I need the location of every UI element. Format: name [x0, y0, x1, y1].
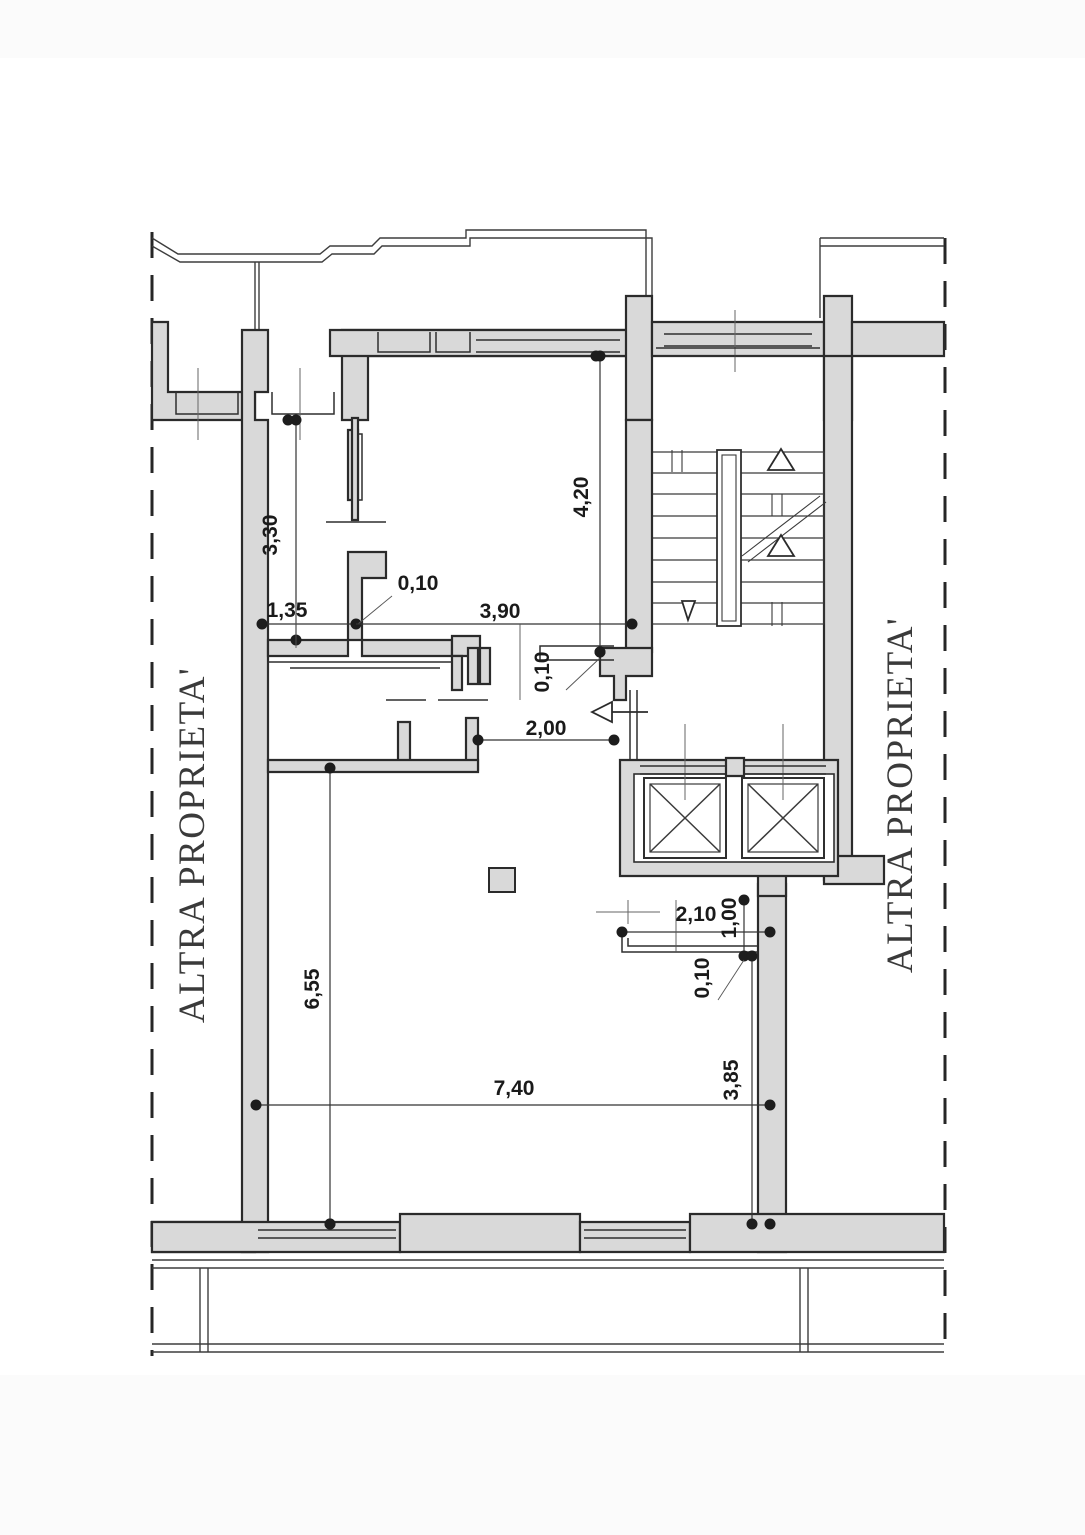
- stair-up-arrow-2: [766, 533, 796, 557]
- dimension-7-40: [250, 1099, 776, 1111]
- dimension-3-85: [746, 950, 776, 1230]
- stair-up-arrow-1: [766, 447, 796, 471]
- dim-label-1-35: 1,35: [267, 599, 308, 622]
- property-label-right-group: ALTRA PROPRIETA': [880, 617, 921, 973]
- staircase: [651, 310, 827, 627]
- dimension-3-90: [356, 618, 638, 700]
- elevator-shaft-2: [741, 724, 825, 859]
- elevator-shafts: [618, 724, 840, 878]
- dimension-4-20: [594, 350, 606, 658]
- entrance-arrow: [589, 700, 648, 724]
- entrance-area: [539, 645, 654, 764]
- dim-label-3-85: 3,85: [720, 1059, 743, 1100]
- property-label-left-group: ALTRA PROPRIETA': [172, 667, 213, 1023]
- dim-label-2-00: 2,00: [526, 717, 567, 740]
- lower-right-niche: [596, 900, 758, 953]
- window-openings-left: [175, 368, 335, 440]
- dimension-2-00: [472, 734, 620, 746]
- dimension-nodes: [282, 350, 602, 1230]
- property-label-left: ALTRA PROPRIETA': [172, 667, 213, 1023]
- exterior-wall-bottom: [150, 1212, 946, 1254]
- dimension-0-10-middle: [565, 646, 606, 691]
- dimension-0-10-lower: [717, 959, 745, 1001]
- dim-label-0-10-upper: 0,10: [398, 572, 439, 595]
- dim-label-0-10-middle: 0,10: [531, 652, 554, 693]
- dim-label-7-40: 7,40: [494, 1077, 535, 1100]
- dimension-labels: 3,30 1,35 0,10 3,90 4,20 0,10 2,00 6,55 …: [259, 477, 743, 1101]
- elevator-shaft-1: [643, 724, 727, 859]
- dim-label-3-90: 3,90: [480, 600, 521, 623]
- interior-partitions-upper: [266, 416, 492, 774]
- dim-label-4-20: 4,20: [570, 477, 593, 518]
- balcony-bottom: [152, 1259, 944, 1353]
- dimension-1-00: [738, 894, 750, 962]
- dim-label-0-10-lower: 0,10: [691, 958, 714, 999]
- dimension-6-55: [324, 762, 336, 1230]
- stair-down-arrow: [680, 600, 697, 623]
- dimension-2-10: [616, 900, 776, 952]
- dim-label-2-10: 2,10: [676, 903, 717, 926]
- dim-label-1-00: 1,00: [718, 898, 741, 939]
- dimension-0-10-upper: [357, 595, 393, 625]
- dim-label-6-55: 6,55: [301, 968, 324, 1009]
- structural-wall-left-spine: [240, 328, 270, 1254]
- property-label-right: ALTRA PROPRIETA': [880, 617, 921, 973]
- interior-column: [488, 867, 516, 893]
- dim-label-3-30: 3,30: [259, 515, 282, 556]
- balcony-top: [151, 229, 944, 330]
